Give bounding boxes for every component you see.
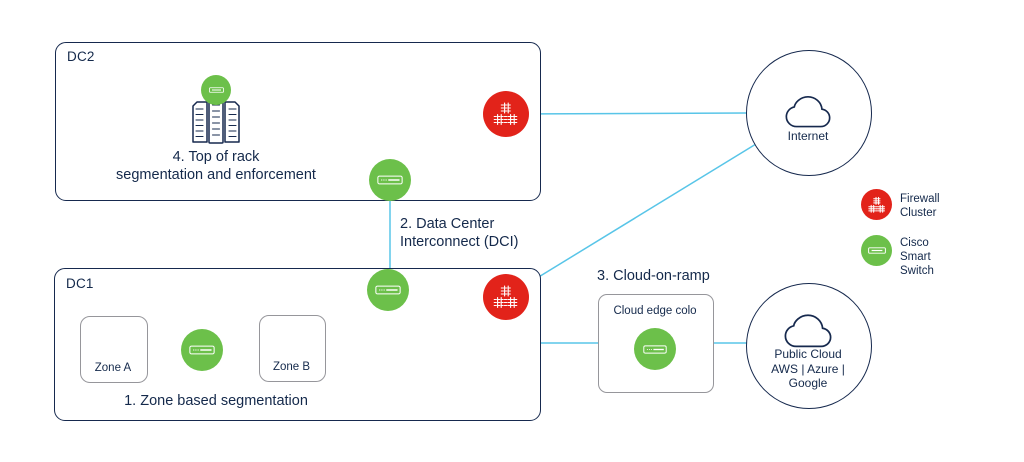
legend-firewall-line2: Cluster [900,207,937,219]
colo-smart-switch-node [634,328,676,370]
dci-line1: 2. Data Center [400,216,495,232]
public-cloud-label: Public Cloud AWS | Azure | Google [746,347,870,391]
legend-switch-line3: Switch [900,265,934,277]
firewall-cluster-icon [493,284,519,310]
legend-firewall-line1: Firewall [900,193,940,205]
dc2-caption-line1: 4. Top of rack [172,149,260,165]
legend-firewall-label: Firewall Cluster [900,192,940,220]
public-cloud-line1: Public Cloud [774,347,842,361]
zone-b-label: Zone B [272,361,311,373]
smart-switch-icon [375,285,401,295]
zone-a-box [80,316,148,383]
firewall-cluster-icon [493,101,519,127]
firewall-cluster-icon [867,196,886,214]
internet-circle [746,50,872,176]
cloud-edge-colo-label: Cloud edge colo [613,305,697,317]
cloud-icon [785,90,831,128]
public-cloud-line3: Google [788,376,828,390]
smart-switch-icon [208,87,224,93]
dc2-firewall-node [483,91,529,137]
dci-label: 2. Data Center Interconnect (DCI) [400,216,518,251]
smart-switch-icon [189,345,215,355]
legend-switch-label: Cisco Smart Switch [900,236,934,278]
public-cloud-line2: AWS | Azure | [771,361,845,376]
dc2-caption: 4. Top of rack segmentation and enforcem… [86,149,346,184]
dc2-label: DC2 [67,49,95,64]
cloud-on-ramp-title: 3. Cloud-on-ramp [597,268,710,284]
legend-firewall-node [861,189,892,220]
smart-switch-icon [377,175,403,185]
legend-switch-node [861,235,892,266]
dc2-smart-switch-node [369,159,411,201]
smart-switch-icon [643,344,667,354]
legend-switch-line2: Smart [900,251,931,263]
dc2-box [55,42,541,201]
dc2-caption-line2: segmentation and enforcement [116,166,316,183]
dc1-caption: 1. Zone based segmentation [124,393,308,409]
server-rack-icon [188,96,244,146]
rack-smart-switch-badge [201,75,231,105]
internet-label: Internet [787,129,829,143]
dc1-firewall-node [483,274,529,320]
zone-b-box [259,315,326,382]
smart-switch-icon [867,247,886,254]
cloud-icon [784,308,832,348]
zone-smart-switch-node [181,329,223,371]
zone-a-label: Zone A [94,362,132,374]
dc1-label: DC1 [66,276,94,291]
dci-line2: Interconnect (DCI) [400,233,519,250]
dc1-smart-switch-node [367,269,409,311]
legend-switch-line1: Cisco [900,237,929,249]
